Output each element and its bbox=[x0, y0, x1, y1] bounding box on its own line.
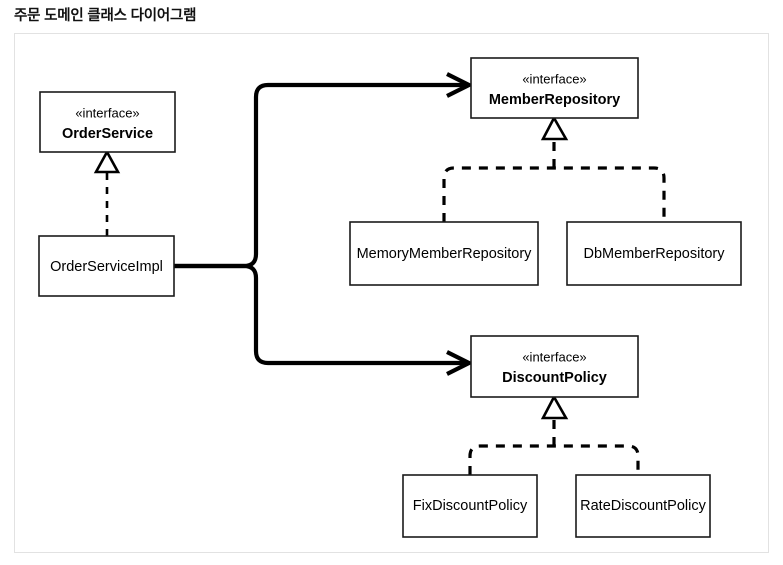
class-box[interactable] bbox=[566, 221, 742, 286]
realization-branch-path[interactable] bbox=[442, 166, 666, 222]
class-box[interactable] bbox=[38, 235, 175, 297]
class-box[interactable] bbox=[470, 335, 639, 398]
node-rate-discount-policy[interactable]: RateDiscountPolicy bbox=[575, 474, 711, 538]
class-box[interactable] bbox=[402, 474, 538, 538]
node-member-repository[interactable]: «interface» MemberRepository bbox=[470, 57, 639, 119]
node-memory-member-repository[interactable]: MemoryMemberRepository bbox=[349, 221, 539, 286]
realization-branch-path[interactable] bbox=[468, 444, 640, 475]
node-fix-discount-policy[interactable]: FixDiscountPolicy bbox=[402, 474, 538, 538]
class-box[interactable] bbox=[575, 474, 711, 538]
class-box[interactable] bbox=[349, 221, 539, 286]
class-box[interactable] bbox=[470, 57, 639, 119]
node-order-service-impl[interactable]: OrderServiceImpl bbox=[38, 235, 175, 297]
node-order-service[interactable]: «interface» OrderService bbox=[39, 91, 176, 153]
association-path[interactable] bbox=[171, 263, 466, 366]
node-db-member-repository[interactable]: DbMemberRepository bbox=[566, 221, 742, 286]
page-title: 주문 도메인 클래스 다이어그램 bbox=[14, 8, 197, 24]
node-discount-policy[interactable]: «interface» DiscountPolicy bbox=[470, 335, 639, 398]
class-box[interactable] bbox=[39, 91, 176, 153]
